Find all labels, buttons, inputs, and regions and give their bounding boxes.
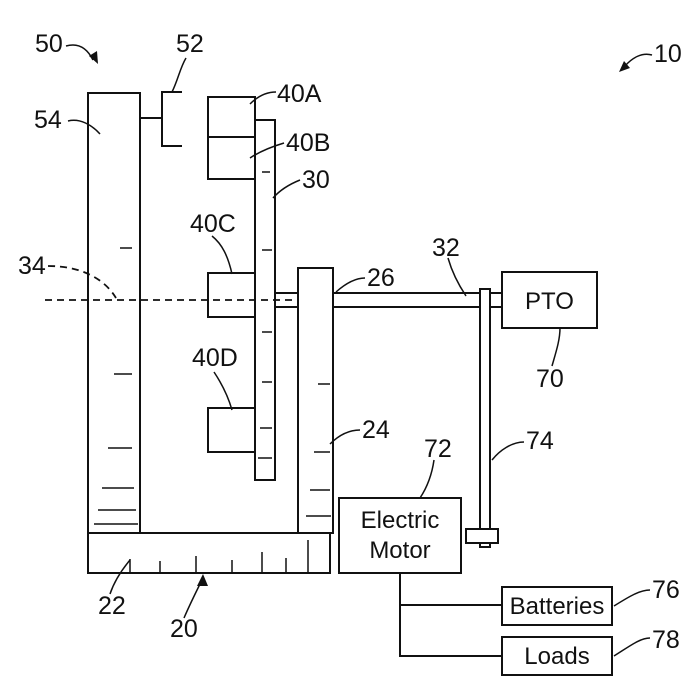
block-40a (208, 97, 255, 137)
column-54 (88, 93, 140, 533)
label-20: 20 (170, 615, 198, 643)
arrowhead-20 (197, 574, 208, 586)
label-32: 32 (432, 234, 460, 262)
pto-label: PTO (525, 288, 574, 315)
label-50: 50 (35, 30, 63, 58)
label-24: 24 (362, 416, 390, 444)
block-40d (208, 408, 255, 452)
block-40c (208, 273, 255, 317)
gear-24 (298, 268, 333, 533)
belt-74 (466, 289, 498, 547)
label-26: 26 (367, 264, 395, 292)
arrowhead-50 (89, 51, 98, 64)
label-76: 76 (652, 576, 680, 604)
label-72: 72 (424, 435, 452, 463)
motor-label-line2: Motor (369, 537, 430, 564)
block-40b (208, 137, 255, 179)
label-40a: 40A (277, 80, 322, 108)
label-10: 10 (654, 40, 682, 68)
electric-motor-box: Electric Motor (339, 498, 461, 573)
label-52: 52 (176, 30, 204, 58)
label-70: 70 (536, 365, 564, 393)
motor-label-line1: Electric (361, 507, 440, 534)
loads-label: Loads (524, 643, 589, 670)
label-78: 78 (652, 626, 680, 654)
label-40b: 40B (286, 129, 330, 157)
label-22: 22 (98, 592, 126, 620)
label-34: 34 (18, 252, 46, 280)
wiring (400, 573, 502, 656)
label-40d: 40D (192, 344, 238, 372)
bracket-52 (140, 92, 182, 146)
batteries-label: Batteries (510, 593, 605, 620)
label-74: 74 (526, 427, 554, 455)
label-40c: 40C (190, 210, 236, 238)
loads-box: Loads (502, 637, 612, 675)
label-30: 30 (302, 166, 330, 194)
label-54: 54 (34, 106, 62, 134)
batteries-box: Batteries (502, 587, 612, 625)
pto-box: PTO (502, 272, 597, 328)
